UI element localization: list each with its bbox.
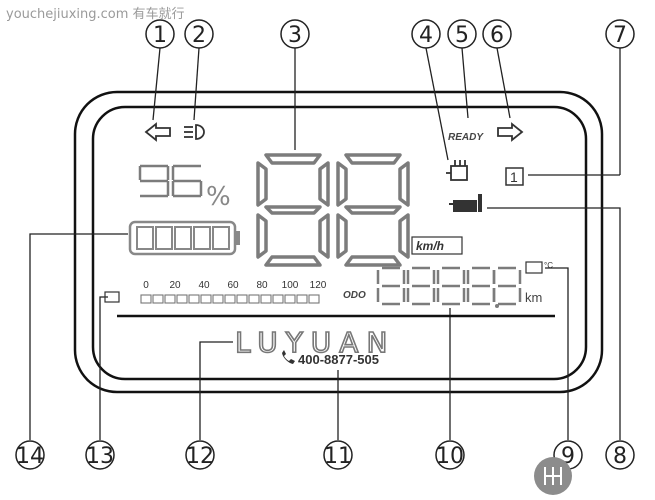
speed-unit-box — [411, 236, 463, 255]
temp-scale-segments — [140, 294, 320, 304]
controller-temp-icon — [449, 194, 482, 212]
brand-logo: LUYUAN — [235, 326, 395, 359]
temp-scale-icon — [104, 291, 120, 303]
temp-scale-ticks: 0 20 40 60 80 100 120 — [143, 280, 327, 291]
svg-text:100: 100 — [282, 280, 299, 291]
callout-4: 4 — [419, 23, 433, 48]
callout-1: 1 — [153, 23, 167, 48]
gear-indicator-box — [505, 167, 524, 186]
ambient-temp-display — [525, 261, 543, 274]
svg-text:120: 120 — [310, 280, 327, 291]
callout-8: 8 — [613, 444, 627, 469]
callouts-bottom: 8 9 10 11 12 13 14 — [15, 440, 635, 470]
phone-number: 400-8877-505 — [298, 352, 379, 367]
callout-5: 5 — [455, 23, 469, 48]
battery-level-bar — [128, 220, 240, 256]
ambient-temp-unit: °C — [544, 261, 553, 270]
battery-percent-symbol: % — [206, 182, 231, 212]
gear-indicator: 1 — [510, 169, 518, 185]
callout-12: 12 — [186, 444, 214, 469]
callouts-top: 1 2 3 4 5 6 7 — [145, 19, 635, 49]
left-turn-arrow-icon — [144, 122, 171, 142]
svg-text:80: 80 — [256, 280, 268, 291]
phone-icon — [282, 350, 295, 364]
ready-indicator: READY — [448, 132, 484, 143]
odo-unit: km — [525, 290, 542, 305]
svg-text:20: 20 — [169, 280, 181, 291]
callout-13: 13 — [86, 444, 114, 469]
gear-shift-logo — [534, 457, 572, 495]
callout-14: 14 — [16, 444, 44, 469]
speed-digits — [256, 153, 410, 267]
headlight-icon — [184, 124, 205, 140]
callout-7: 7 — [613, 23, 627, 48]
callout-10: 10 — [436, 444, 464, 469]
battery-percent-digits — [138, 164, 203, 198]
display-inner-border — [91, 105, 588, 381]
callout-11: 11 — [324, 444, 352, 469]
callout-6: 6 — [490, 23, 504, 48]
svg-text:40: 40 — [198, 280, 210, 291]
callout-2: 2 — [192, 23, 206, 48]
motor-fault-icon — [446, 160, 468, 181]
watermark: youchejiuxing.com 有车就行 — [6, 7, 185, 22]
svg-text:60: 60 — [227, 280, 239, 291]
svg-text:0: 0 — [143, 280, 149, 291]
right-turn-arrow-icon — [497, 122, 524, 142]
callout-3: 3 — [288, 23, 302, 48]
odo-label: ODO — [343, 290, 366, 301]
odometer-digits — [376, 266, 522, 308]
speed-unit: km/h — [416, 239, 444, 253]
